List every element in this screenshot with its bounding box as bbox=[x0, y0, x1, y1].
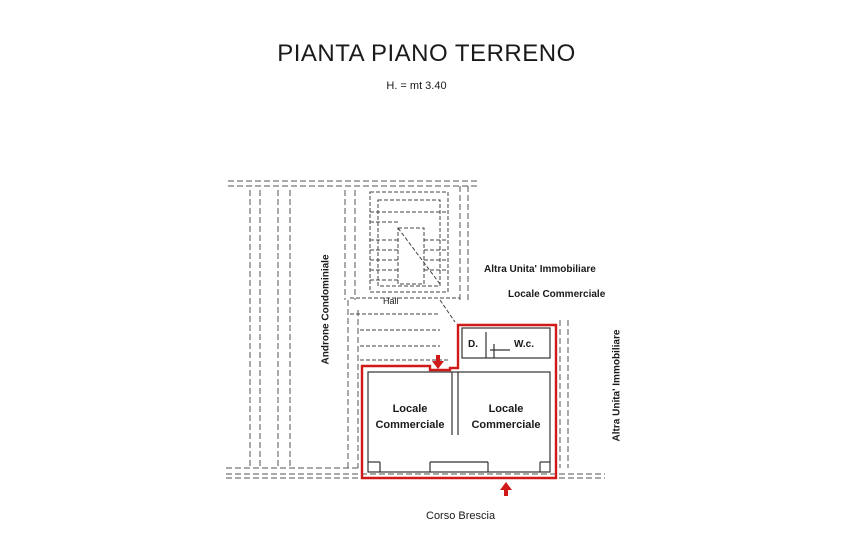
plan-title: PIANTA PIANO TERRENO bbox=[277, 40, 576, 67]
room-right-line2: Commerciale bbox=[471, 419, 541, 431]
room-left-line1: Locale bbox=[392, 403, 428, 415]
label-hall: Hall bbox=[383, 296, 399, 306]
label-altra-unita-top: Altra Unita' Immobiliare bbox=[484, 264, 596, 275]
label-door: D. bbox=[468, 339, 478, 350]
label-altra-unita-right: Altra Unita' Immobiliare bbox=[611, 329, 623, 442]
arrow-up-icon bbox=[500, 482, 512, 496]
room-right: Locale Commerciale bbox=[464, 401, 548, 433]
height-note: H. = mt 3.40 bbox=[386, 80, 447, 92]
arrow-down-icon bbox=[432, 355, 444, 369]
interior-walls bbox=[367, 327, 551, 473]
label-street: Corso Brescia bbox=[426, 510, 496, 522]
room-left: Locale Commerciale bbox=[370, 401, 450, 433]
stair-core bbox=[350, 191, 460, 361]
label-locale-commerciale-top: Locale Commerciale bbox=[508, 289, 606, 300]
label-wc: W.c. bbox=[514, 339, 535, 350]
room-right-line1: Locale bbox=[488, 403, 524, 415]
label-androne: Androne Condominiale bbox=[320, 254, 332, 365]
room-left-line2: Commerciale bbox=[375, 419, 445, 431]
unit-boundary bbox=[360, 323, 558, 480]
